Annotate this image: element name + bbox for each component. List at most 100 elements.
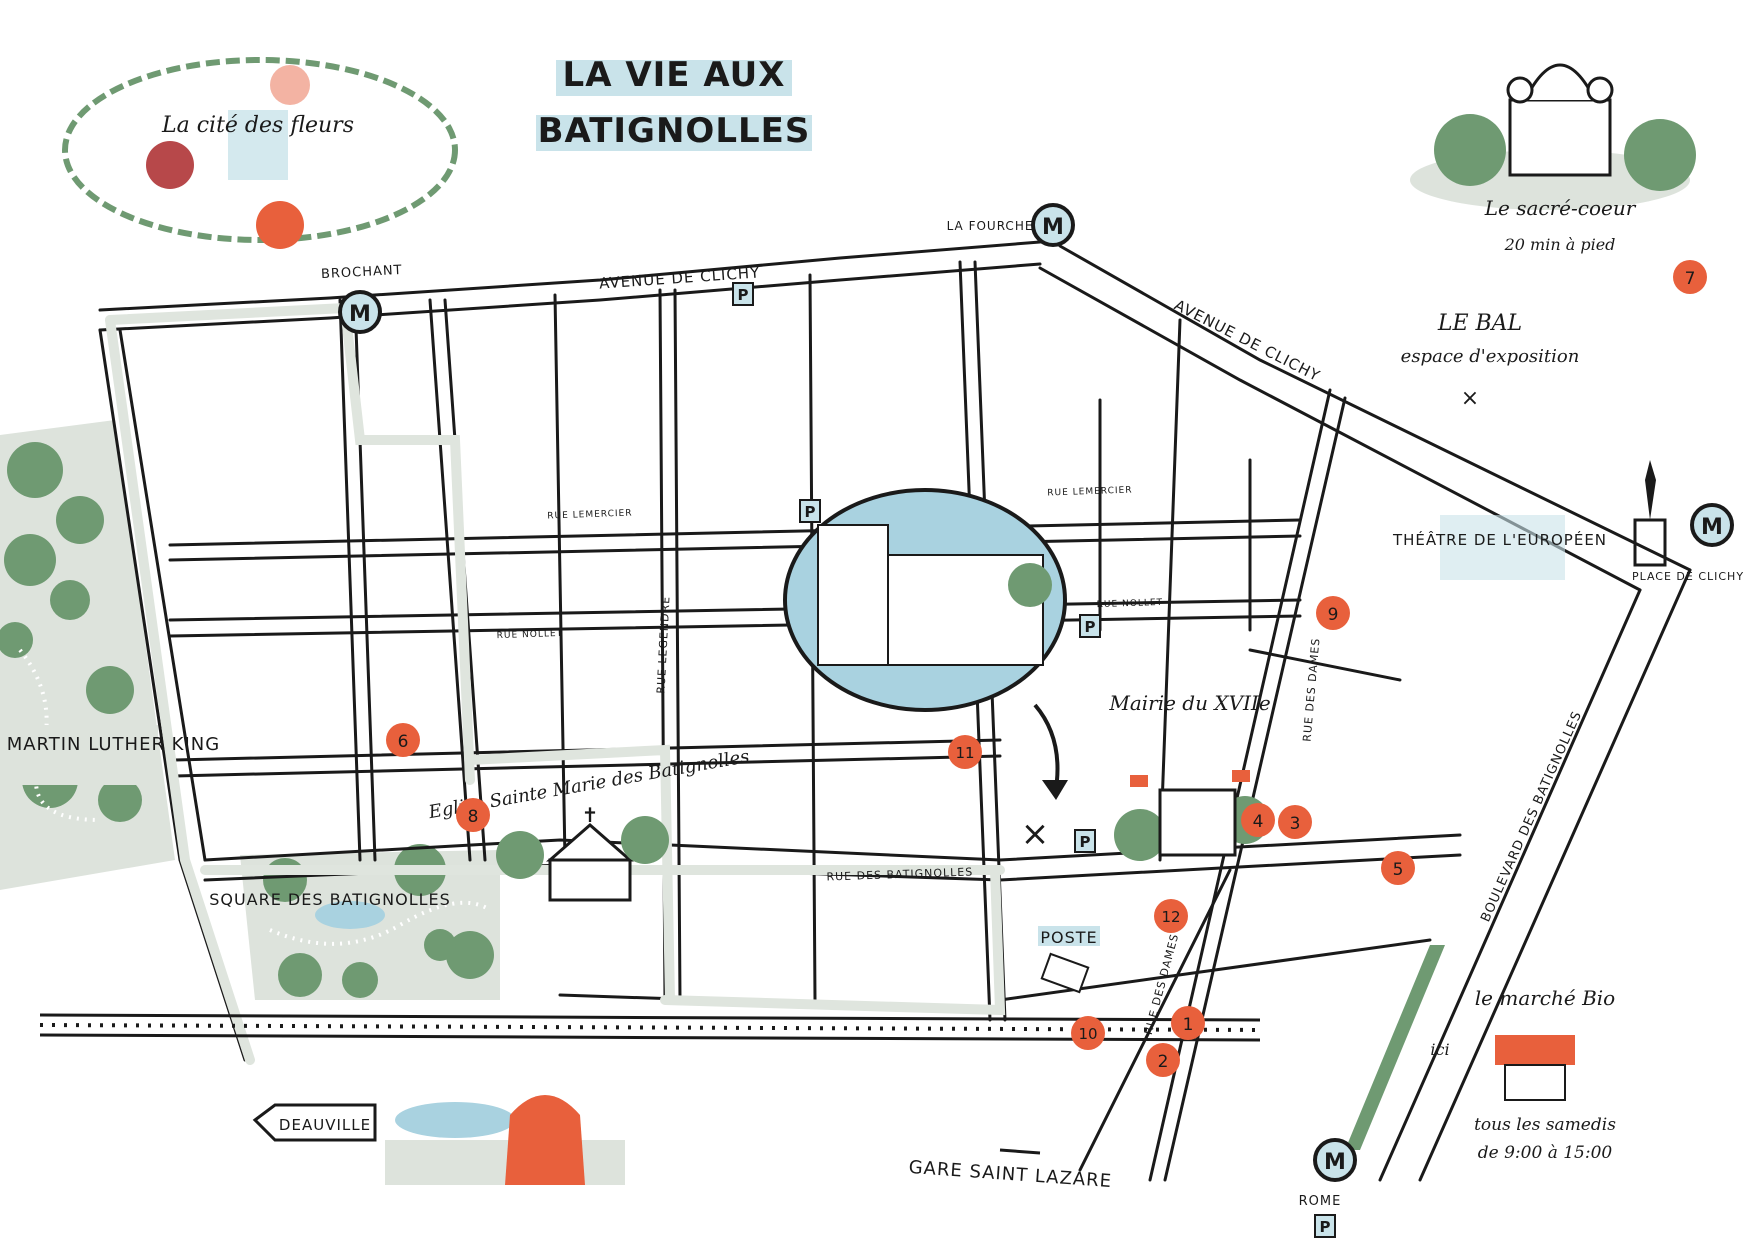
church-cross-icon: ✝ xyxy=(582,803,599,827)
marker-number: 4 xyxy=(1253,812,1264,832)
metro-symbol: M xyxy=(1042,215,1064,240)
parc-label: PARC MARTIN LUTHER KING xyxy=(0,734,220,755)
poste: POSTE xyxy=(1038,926,1100,994)
metro-symbol: M xyxy=(349,302,371,327)
destination-cross-icon: × xyxy=(1021,814,1050,854)
title-line-2: BATIGNOLLES xyxy=(538,111,811,151)
parc-label-group: PARC MARTIN LUTHER KING xyxy=(0,725,220,785)
metro-icon xyxy=(1690,503,1734,547)
signpost-icon xyxy=(252,1103,377,1142)
statue-icon xyxy=(1633,460,1667,567)
gare-label: GARE SAINT LAZARE xyxy=(908,1157,1113,1192)
metro-rome-label: ROME xyxy=(1299,1194,1342,1209)
sacre-coeur-note: 20 min à pied xyxy=(1504,235,1616,254)
deauville: DEAUVILLE xyxy=(252,1095,625,1185)
sacre-coeur-label: Le sacré-coeur xyxy=(1484,196,1637,220)
metro-icon xyxy=(338,290,382,334)
market-stall-icon xyxy=(1495,1035,1575,1065)
street-boulevard-batignolles: BOULEVARD DES BATIGNOLLES xyxy=(1478,709,1585,924)
marker-9[interactable]: 9 xyxy=(1316,596,1350,630)
mairie-label: Mairie du XVIIe xyxy=(1108,691,1270,715)
parking-icon: P xyxy=(1079,614,1101,638)
parking-icon: P xyxy=(1314,1214,1336,1238)
central-buildings-illustration xyxy=(783,488,1067,712)
parking-icon: P xyxy=(799,499,821,523)
marker-2[interactable]: 2 xyxy=(1146,1043,1180,1077)
flag-icon xyxy=(1130,775,1148,787)
theatre-label: THÉÂTRE DE L'EUROPÉEN xyxy=(1392,530,1607,549)
marker-4[interactable]: 4 xyxy=(1241,803,1275,837)
marche-bio: le marché Bio ici tous les samedis de 9:… xyxy=(1430,986,1616,1163)
parking-symbol: P xyxy=(1080,833,1091,851)
metro-la-fourche[interactable]: M LA FOURCHE xyxy=(947,203,1075,247)
metro-brochant[interactable]: M BROCHANT xyxy=(321,263,403,334)
flag-icon xyxy=(1232,770,1250,782)
flower-icon xyxy=(270,65,310,105)
street-rue-lemercier-2: RUE LEMERCIER xyxy=(1047,486,1133,499)
marche-note-1: tous les samedis xyxy=(1474,1115,1616,1135)
le-bal-note: espace d'exposition xyxy=(1401,346,1580,367)
parking-signs: P P P P P xyxy=(732,282,1336,1238)
marker-number: 12 xyxy=(1161,908,1180,926)
metro-place-de-clichy[interactable]: M PLACE DE CLICHY xyxy=(1632,503,1744,583)
parking-symbol: P xyxy=(1320,1218,1331,1236)
parking-symbol: P xyxy=(1085,618,1096,636)
metro-la-fourche-label: LA FOURCHE xyxy=(947,219,1034,233)
metro-symbol: M xyxy=(1701,515,1723,540)
metro-icon xyxy=(1313,1138,1357,1182)
marker-number: 6 xyxy=(398,732,409,752)
marker-8[interactable]: 8 xyxy=(456,798,490,832)
le-bal: LE BAL espace d'exposition × xyxy=(1401,311,1580,411)
cite-des-fleurs: La cité des fleurs xyxy=(62,57,458,249)
poste-label: POSTE xyxy=(1040,928,1097,947)
metro-stations: M BROCHANT M LA FOURCHE M PLACE DE CLICH… xyxy=(321,203,1744,1209)
marker-7[interactable]: 7 xyxy=(1673,260,1707,294)
marker-11[interactable]: 11 xyxy=(948,735,982,769)
marker-number: 9 xyxy=(1328,605,1339,625)
parking-icon: P xyxy=(1074,829,1096,853)
numbered-markers: 1 2 3 4 5 6 7 8 9 10 11 12 xyxy=(386,260,1707,1077)
gare-arrow-icon xyxy=(999,1148,1041,1155)
marker-1[interactable]: 1 xyxy=(1171,1006,1205,1040)
marker-number: 1 xyxy=(1183,1015,1194,1035)
metro-symbol: M xyxy=(1324,1150,1346,1175)
marker-number: 8 xyxy=(468,807,479,827)
marker-12[interactable]: 12 xyxy=(1154,899,1188,933)
parking-symbol: P xyxy=(738,286,749,304)
mairie-du-17e: Mairie du XVIIe xyxy=(1108,691,1271,861)
marker-number: 3 xyxy=(1290,814,1301,834)
metro-rome[interactable]: M ROME xyxy=(1299,1138,1357,1209)
street-rue-nollet-2: RUE NOLLET xyxy=(1097,598,1164,610)
square-des-batignolles xyxy=(240,844,500,1000)
street-rue-batignolles: RUE DES BATIGNOLLES xyxy=(826,865,973,883)
map-title: LA VIE AUX BATIGNOLLES xyxy=(536,55,812,151)
metro-brochant-label: BROCHANT xyxy=(321,263,403,282)
marker-number: 11 xyxy=(955,744,974,762)
marche-label: le marché Bio xyxy=(1475,986,1615,1010)
street-avenue-clichy-2: AVENUE DE CLICHY xyxy=(1171,296,1323,385)
marker-number: 5 xyxy=(1393,860,1404,880)
street-rue-nollet-1: RUE NOLLET xyxy=(497,629,564,641)
marker-10[interactable]: 10 xyxy=(1071,1016,1105,1050)
marche-note-2: de 9:00 à 15:00 xyxy=(1478,1143,1613,1163)
cite-fleurs-label: La cité des fleurs xyxy=(161,113,354,138)
destination-arrow: × xyxy=(1021,703,1068,854)
le-bal-label: LE BAL xyxy=(1437,311,1522,336)
marker-number: 2 xyxy=(1158,1052,1169,1072)
marker-3[interactable]: 3 xyxy=(1278,805,1312,839)
street-rue-lemercier-1: RUE LEMERCIER xyxy=(547,509,633,522)
marche-ici-label: ici xyxy=(1430,1040,1449,1059)
marker-6[interactable]: 6 xyxy=(386,723,420,757)
marker-5[interactable]: 5 xyxy=(1381,851,1415,885)
marker-number: 7 xyxy=(1685,269,1696,289)
deauville-label: DEAUVILLE xyxy=(279,1116,371,1134)
beach-tent-icon xyxy=(505,1095,585,1185)
railway xyxy=(39,1013,1261,1042)
marker-number: 10 xyxy=(1078,1025,1097,1043)
street-rue-des-dames-1: RUE DES DAMES xyxy=(1300,637,1322,742)
rose-icon xyxy=(146,141,194,189)
sacre-coeur: Le sacré-coeur 20 min à pied xyxy=(1410,63,1696,254)
theatre-europeen: THÉÂTRE DE L'EUROPÉEN xyxy=(1392,515,1607,580)
